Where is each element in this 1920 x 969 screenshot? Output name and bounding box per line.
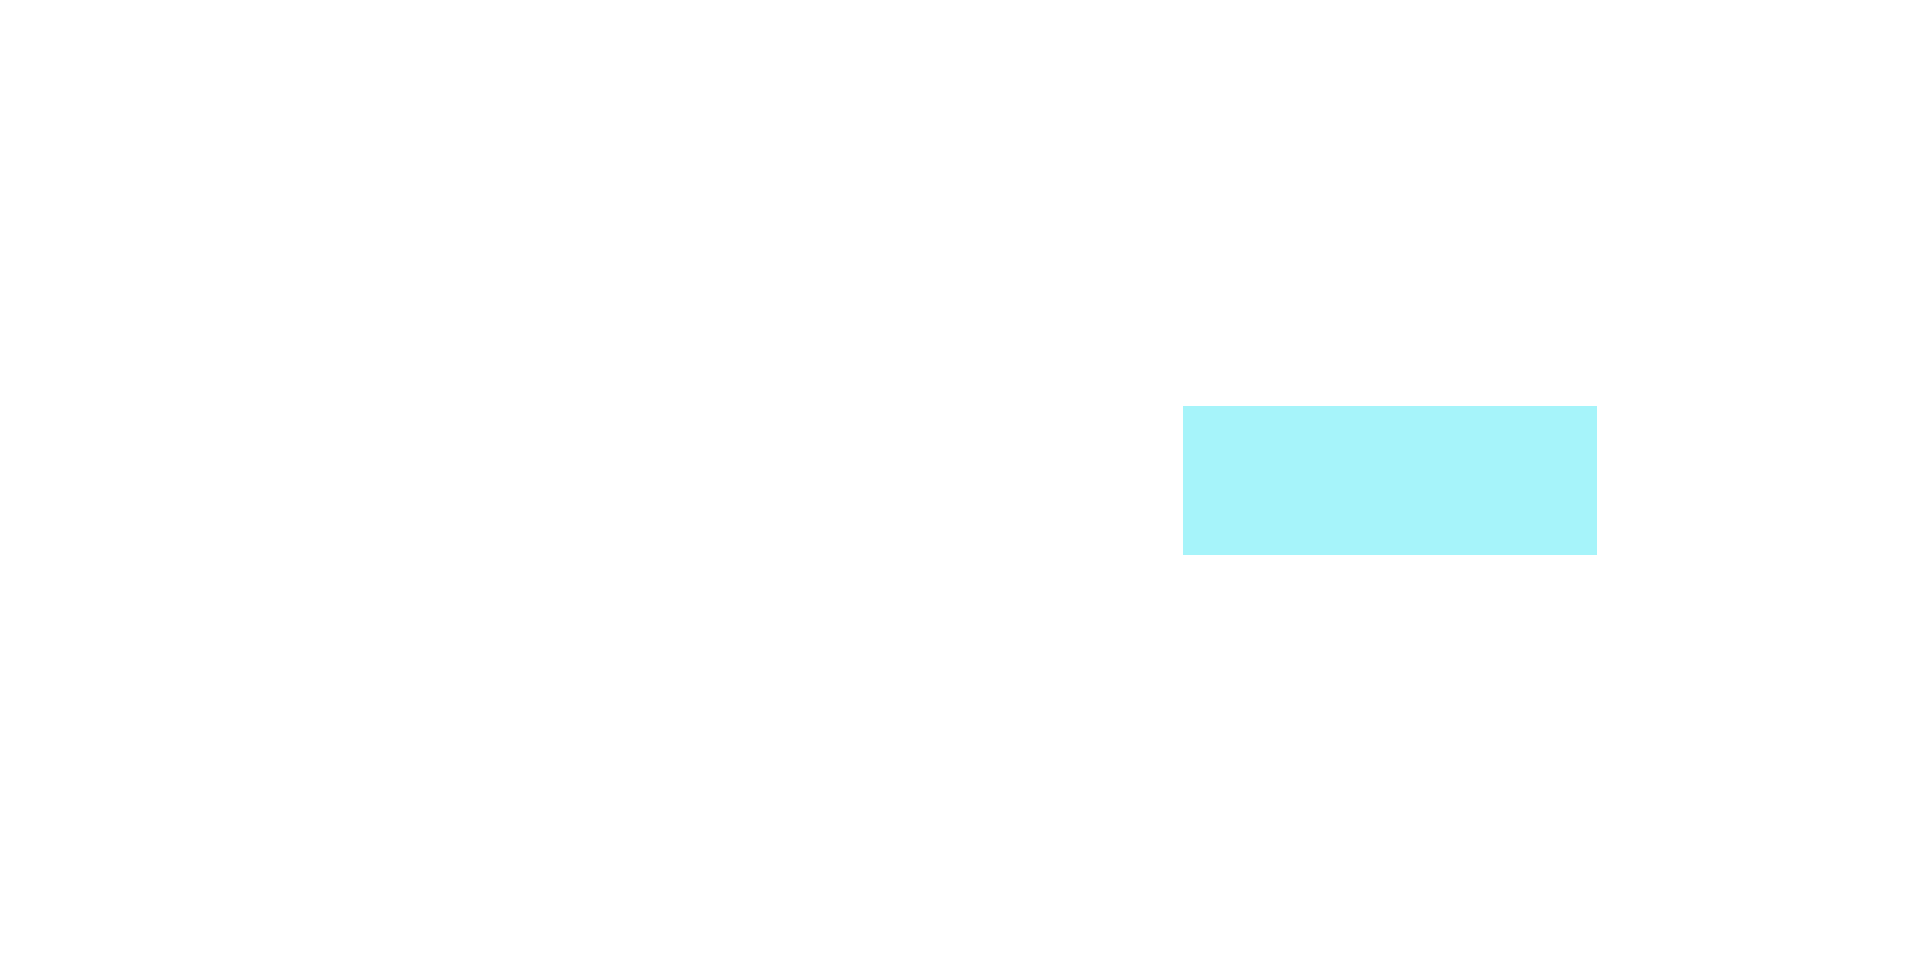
highlight-rectangle: [1183, 406, 1597, 555]
